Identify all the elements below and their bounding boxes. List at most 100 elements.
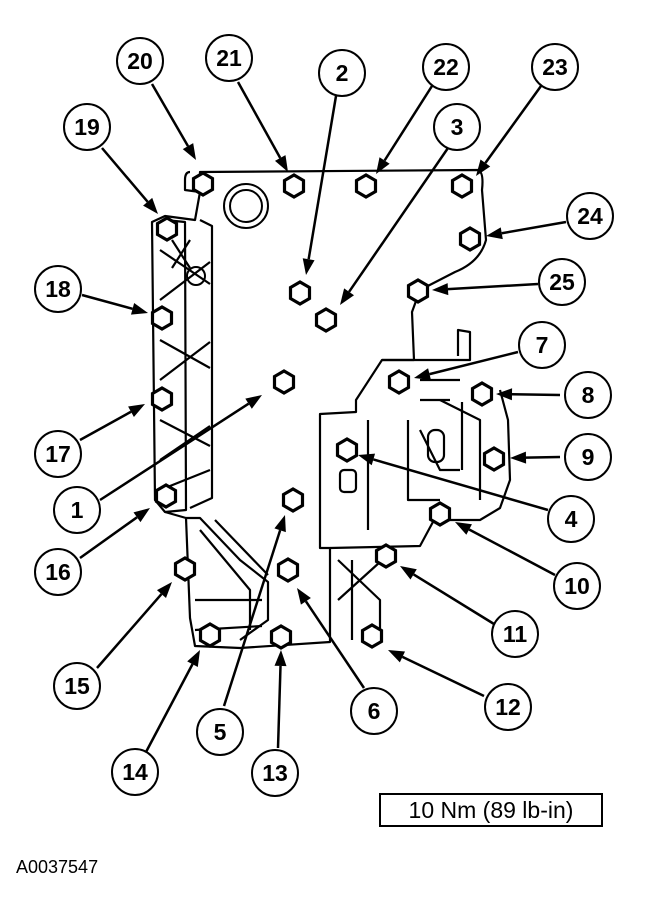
callout-number-5: 5 <box>214 719 227 745</box>
callout-number-17: 17 <box>45 441 71 467</box>
leader-line-20 <box>150 83 190 147</box>
bolt-25 <box>406 278 430 304</box>
leader-line-2 <box>307 95 338 260</box>
bolt-5 <box>281 487 305 513</box>
callout-12: 12 <box>484 683 532 731</box>
bolt-16 <box>154 483 178 509</box>
bolt-23 <box>450 173 474 199</box>
leader-line-19 <box>101 147 149 203</box>
arrow-head-3 <box>340 288 355 305</box>
bolt-13 <box>269 624 293 650</box>
callout-circle-11 <box>491 610 539 658</box>
arrow-head-7 <box>414 368 431 380</box>
callout-circle-23 <box>531 43 579 91</box>
bolt-18 <box>150 305 174 331</box>
callout-4: 4 <box>547 495 595 543</box>
bolt-20 <box>191 171 215 197</box>
callout-9: 9 <box>564 433 612 481</box>
leader-line-6 <box>304 600 366 689</box>
arrow-head-24 <box>486 227 503 240</box>
valve-body-outline <box>150 168 512 650</box>
arrow-head-2 <box>302 258 315 275</box>
arrow-head-12 <box>388 650 406 663</box>
callout-circle-25 <box>538 258 586 306</box>
leader-line-10 <box>468 528 556 577</box>
callout-number-21: 21 <box>216 45 242 71</box>
callout-circle-10 <box>553 562 601 610</box>
arrow-head-13 <box>274 650 287 667</box>
callout-24: 24 <box>566 192 614 240</box>
arrow-head-15 <box>156 582 172 599</box>
bolt-21 <box>282 173 306 199</box>
callout-number-3: 3 <box>451 114 464 140</box>
callout-21: 21 <box>205 34 253 82</box>
callout-16: 16 <box>34 548 82 596</box>
callout-number-12: 12 <box>495 694 521 720</box>
arrow-head-18 <box>130 303 148 315</box>
bolt-9 <box>482 446 506 472</box>
callout-14: 14 <box>111 748 159 796</box>
arrow-head-23 <box>476 159 491 176</box>
callout-circle-21 <box>205 34 253 82</box>
figure-id: A0037547 <box>16 857 99 877</box>
bolt-4 <box>335 437 359 463</box>
arrow-head-16 <box>133 508 150 523</box>
callout-10: 10 <box>553 562 601 610</box>
callout-18: 18 <box>34 265 82 313</box>
arrow-head-4 <box>358 453 376 466</box>
bolt-11 <box>374 543 398 569</box>
leader-line-12 <box>401 655 485 698</box>
callout-6: 6 <box>350 687 398 735</box>
callout-number-22: 22 <box>433 54 459 80</box>
callout-number-8: 8 <box>582 382 595 408</box>
callout-circle-24 <box>566 192 614 240</box>
bolt-19 <box>155 216 179 242</box>
arrow-head-10 <box>455 522 472 535</box>
callout-circle-3 <box>433 103 481 151</box>
callout-7: 7 <box>518 321 566 369</box>
leader-line-24 <box>501 220 567 235</box>
bolt-8 <box>470 381 494 407</box>
callout-number-2: 2 <box>336 60 349 86</box>
callout-circle-5 <box>196 708 244 756</box>
bolt-heads <box>150 171 506 650</box>
arrow-head-1 <box>245 395 262 409</box>
arrow-head-20 <box>182 143 196 160</box>
callout-2: 2 <box>318 49 366 97</box>
callout-5: 5 <box>196 708 244 756</box>
leader-line-18 <box>81 293 133 310</box>
leader-line-17 <box>79 410 132 442</box>
bolt-1 <box>272 369 296 395</box>
callout-circle-8 <box>564 371 612 419</box>
arrow-head-21 <box>274 155 288 172</box>
bolt-15 <box>173 556 197 582</box>
leader-line-7 <box>429 350 519 376</box>
arrow-head-8 <box>496 388 513 401</box>
callout-number-24: 24 <box>577 203 603 229</box>
callout-11: 11 <box>491 610 539 658</box>
callout-circle-14 <box>111 748 159 796</box>
callout-circle-22 <box>422 43 470 91</box>
bolt-10 <box>428 501 452 527</box>
leader-line-25 <box>447 282 539 291</box>
callout-circle-7 <box>518 321 566 369</box>
callout-number-16: 16 <box>45 559 71 585</box>
leader-line-3 <box>348 147 450 293</box>
callout-13: 13 <box>251 749 299 797</box>
bolt-7 <box>387 369 411 395</box>
callout-circle-6 <box>350 687 398 735</box>
callout-circle-1 <box>53 486 101 534</box>
callout-number-18: 18 <box>45 276 71 302</box>
arrow-head-14 <box>187 650 200 667</box>
leader-line-1 <box>99 402 250 502</box>
torque-specification: 10 Nm (89 lb-in) <box>379 793 603 827</box>
callout-22: 22 <box>422 43 470 91</box>
leader-line-23 <box>484 85 543 164</box>
callout-circle-18 <box>34 265 82 313</box>
arrow-head-25 <box>432 283 449 296</box>
callout-23: 23 <box>531 43 579 91</box>
leader-line-4 <box>373 458 549 512</box>
leader-line-13 <box>276 665 282 749</box>
arrow-head-19 <box>143 197 158 214</box>
